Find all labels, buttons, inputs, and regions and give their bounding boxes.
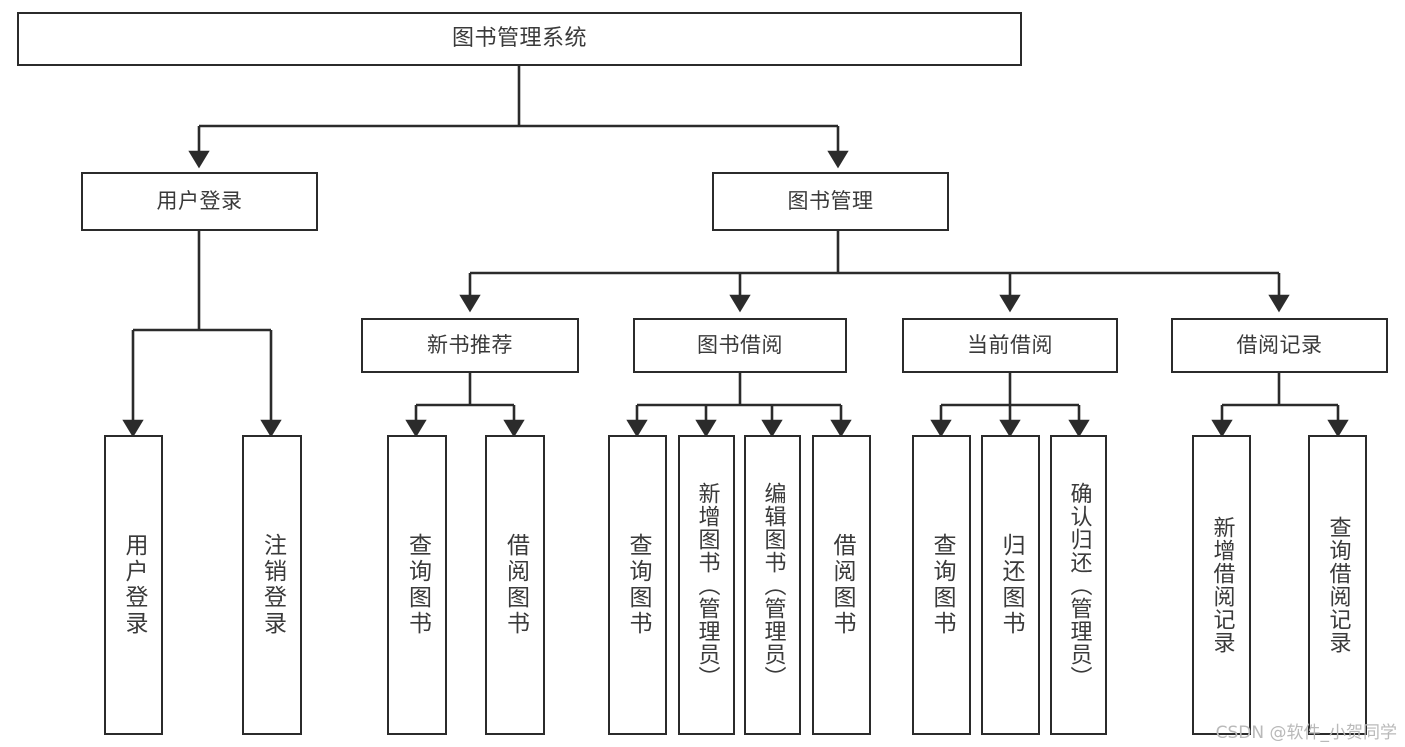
csdn-watermark: CSDN @软件_小贺同学 [1215,723,1397,743]
node-root-book-management-system[interactable]: 图书管理系统 [17,12,1022,66]
leaf-query-book-current[interactable]: 查询图书 [912,435,971,735]
node-label: 查询图书 [929,533,955,637]
node-label: 确认归还（管理员） [1066,481,1092,689]
node-label: 图书借阅 [697,332,783,357]
leaf-add-borrow-record[interactable]: 新增借阅记录 [1192,435,1251,735]
leaf-query-book-recommend[interactable]: 查询图书 [387,435,447,735]
leaf-return-book[interactable]: 归还图书 [981,435,1040,735]
node-label: 查询借阅记录 [1325,516,1351,654]
node-label: 借阅记录 [1236,332,1323,357]
node-label: 查询图书 [404,533,431,637]
node-book-borrow[interactable]: 图书借阅 [633,318,847,373]
node-label: 编辑图书（管理员） [760,481,786,689]
node-label: 查询图书 [625,533,651,637]
leaf-confirm-return-admin[interactable]: 确认归还（管理员） [1050,435,1107,735]
leaf-edit-book-admin[interactable]: 编辑图书（管理员） [744,435,801,735]
node-label: 新增借阅记录 [1209,516,1235,654]
node-label: 归还图书 [998,533,1024,637]
node-label: 借阅图书 [829,533,855,637]
node-label: 新增图书（管理员） [694,481,720,689]
node-borrow-record[interactable]: 借阅记录 [1171,318,1388,373]
node-user-login[interactable]: 用户登录 [81,172,318,231]
node-label: 当前借阅 [967,332,1053,357]
leaf-query-borrow-record[interactable]: 查询借阅记录 [1308,435,1367,735]
node-label: 图书管理系统 [451,25,587,51]
node-label: 图书管理 [787,188,874,213]
leaf-borrow-book[interactable]: 借阅图书 [812,435,871,735]
node-label: 借阅图书 [502,533,529,637]
node-label: 用户登录 [121,533,147,637]
leaf-logout-login[interactable]: 注销登录 [242,435,302,735]
leaf-borrow-book-recommend[interactable]: 借阅图书 [485,435,545,735]
node-current-borrow[interactable]: 当前借阅 [902,318,1118,373]
leaf-query-book-borrow[interactable]: 查询图书 [608,435,667,735]
node-label: 新书推荐 [427,332,513,357]
node-label: 注销登录 [259,533,286,637]
node-label: 用户登录 [156,188,243,213]
node-book-management[interactable]: 图书管理 [712,172,949,231]
leaf-user-login[interactable]: 用户登录 [104,435,163,735]
node-new-book-recommend[interactable]: 新书推荐 [361,318,579,373]
leaf-add-book-admin[interactable]: 新增图书（管理员） [678,435,735,735]
